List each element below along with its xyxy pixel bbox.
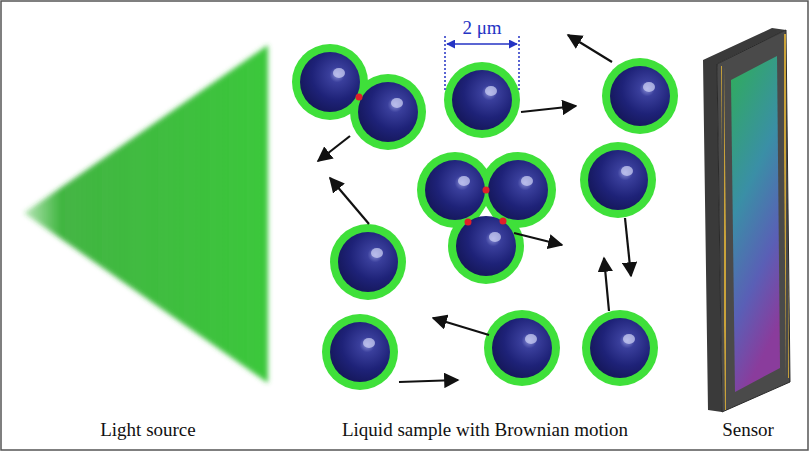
part-label: Liquid sample with Brownian motion (342, 420, 628, 441)
motion-arrows (318, 35, 631, 382)
scale-label: 2 μm (462, 18, 501, 39)
bead-cores (300, 52, 670, 382)
light-beam (24, 45, 268, 383)
scale-bar (445, 36, 519, 90)
gap (479, 206, 493, 217)
sensor-chip (703, 28, 790, 412)
part-label: Light source (100, 420, 196, 441)
binding-dots (356, 94, 507, 226)
part-label: Sensor (722, 420, 774, 441)
bead-rings (292, 44, 678, 390)
